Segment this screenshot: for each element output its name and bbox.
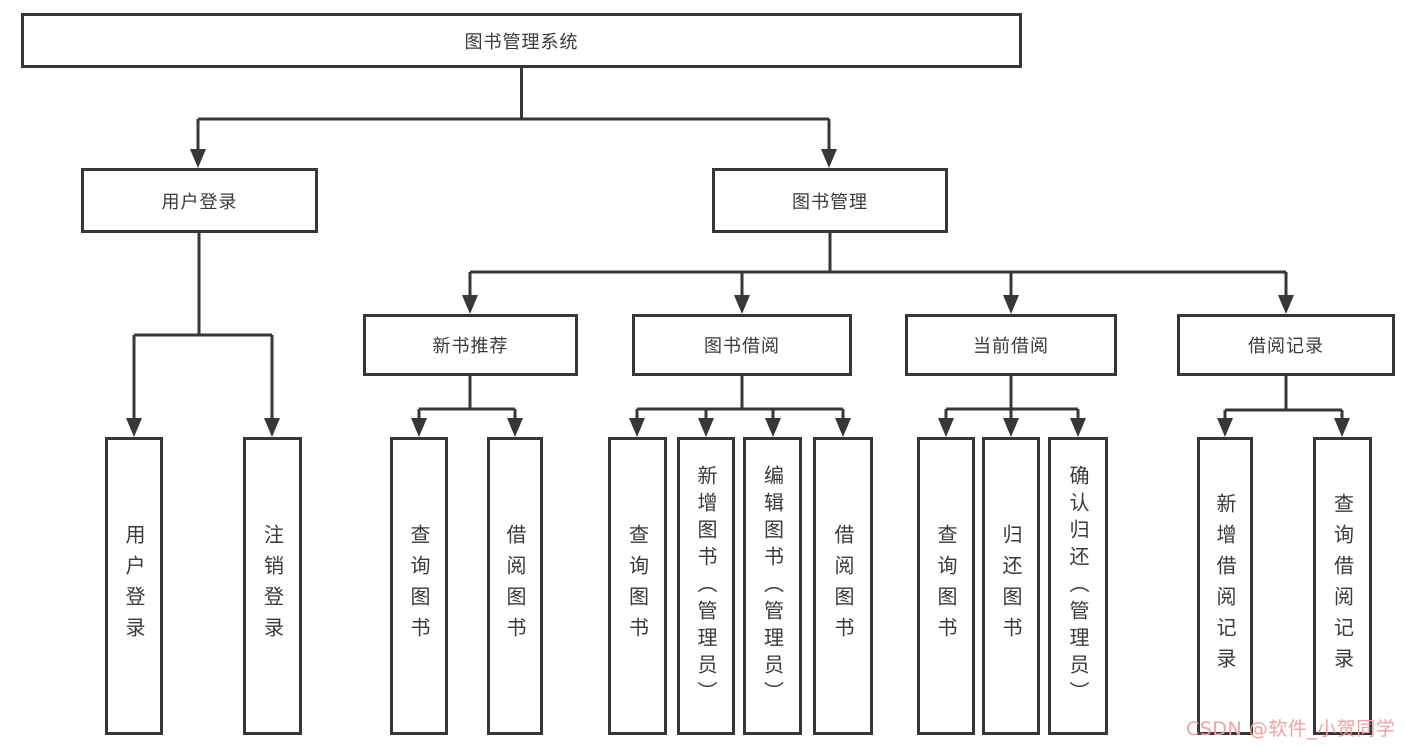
leaf-add-book-admin: 新增图书（管理员）: [677, 437, 735, 735]
node-borrow-records: 借阅记录: [1177, 314, 1395, 376]
node-root: 图书管理系统: [21, 13, 1022, 68]
leaf-confirm-return-admin: 确认归还（管理员）: [1048, 437, 1108, 735]
leaf-user-login: 用户登录: [105, 437, 163, 735]
node-book-management: 图书管理: [712, 168, 948, 233]
csdn-watermark: CSDN @软件_小贺同学: [1186, 718, 1396, 740]
node-current-borrow: 当前借阅: [905, 314, 1117, 376]
leaf-add-borrow-record: 新增借阅记录: [1197, 437, 1253, 735]
leaf-query-books-borrow: 查询图书: [608, 437, 667, 735]
node-user-login: 用户登录: [81, 168, 318, 233]
node-book-borrow: 图书借阅: [632, 314, 852, 376]
leaf-borrow-books-recommend: 借阅图书: [487, 437, 543, 735]
leaf-borrow-books: 借阅图书: [813, 437, 873, 735]
node-new-book-recommend: 新书推荐: [363, 314, 578, 376]
leaf-edit-book-admin: 编辑图书（管理员）: [743, 437, 802, 735]
leaf-return-book: 归还图书: [982, 437, 1040, 735]
leaf-query-borrow-record: 查询借阅记录: [1313, 437, 1372, 735]
leaf-query-books-recommend: 查询图书: [390, 437, 448, 735]
leaf-query-books-current: 查询图书: [917, 437, 975, 735]
leaf-logout: 注销登录: [243, 437, 302, 735]
